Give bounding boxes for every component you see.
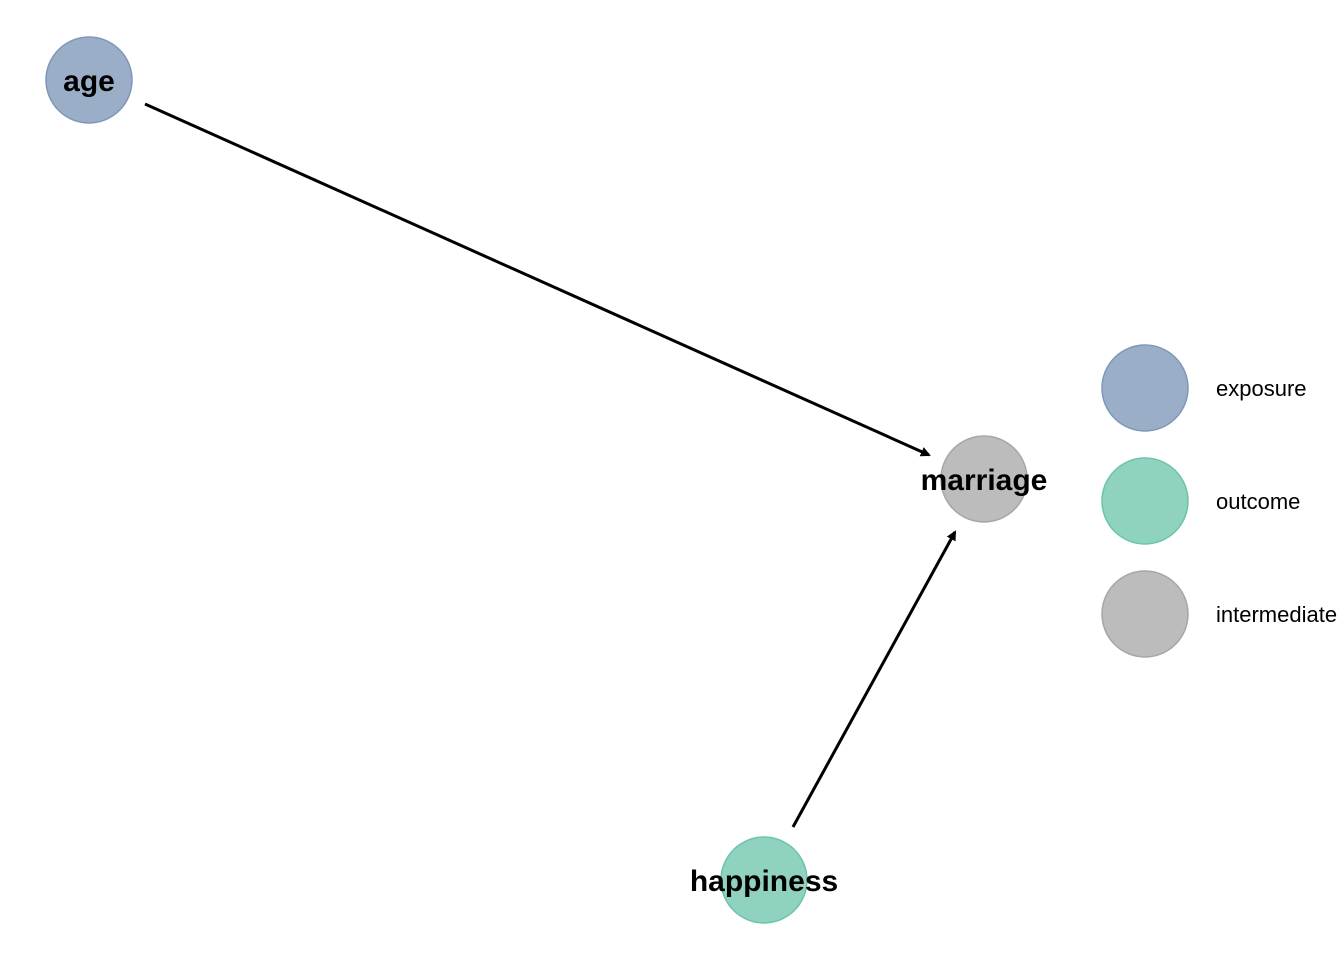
nodes: age marriage happiness — [45, 36, 1048, 924]
edge-age-to-marriage — [144, 102, 931, 457]
legend-item-exposure: exposure — [1101, 344, 1307, 432]
legend-item-intermediate: intermediate — [1101, 570, 1337, 658]
node-marriage[interactable]: marriage — [921, 435, 1048, 523]
legend-label-exposure: exposure — [1216, 376, 1307, 401]
legend-swatch-intermediate — [1101, 570, 1189, 658]
node-marriage-label: marriage — [921, 464, 1048, 497]
legend-item-outcome: outcome — [1101, 457, 1300, 545]
legend-swatch-exposure — [1101, 344, 1189, 432]
legend-swatch-outcome — [1101, 457, 1189, 545]
node-age-label: age — [63, 65, 115, 98]
node-age-circle — [45, 36, 133, 124]
node-happiness-circle — [720, 836, 808, 924]
edge-happiness-to-marriage — [791, 530, 957, 828]
node-happiness[interactable]: happiness — [690, 836, 838, 924]
legend-label-outcome: outcome — [1216, 489, 1300, 514]
node-age[interactable]: age — [45, 36, 133, 124]
edges — [144, 102, 957, 828]
node-happiness-label: happiness — [690, 865, 838, 898]
node-marriage-circle — [940, 435, 1028, 523]
legend: exposure outcome intermediate — [1101, 344, 1337, 658]
legend-label-intermediate: intermediate — [1216, 602, 1337, 627]
